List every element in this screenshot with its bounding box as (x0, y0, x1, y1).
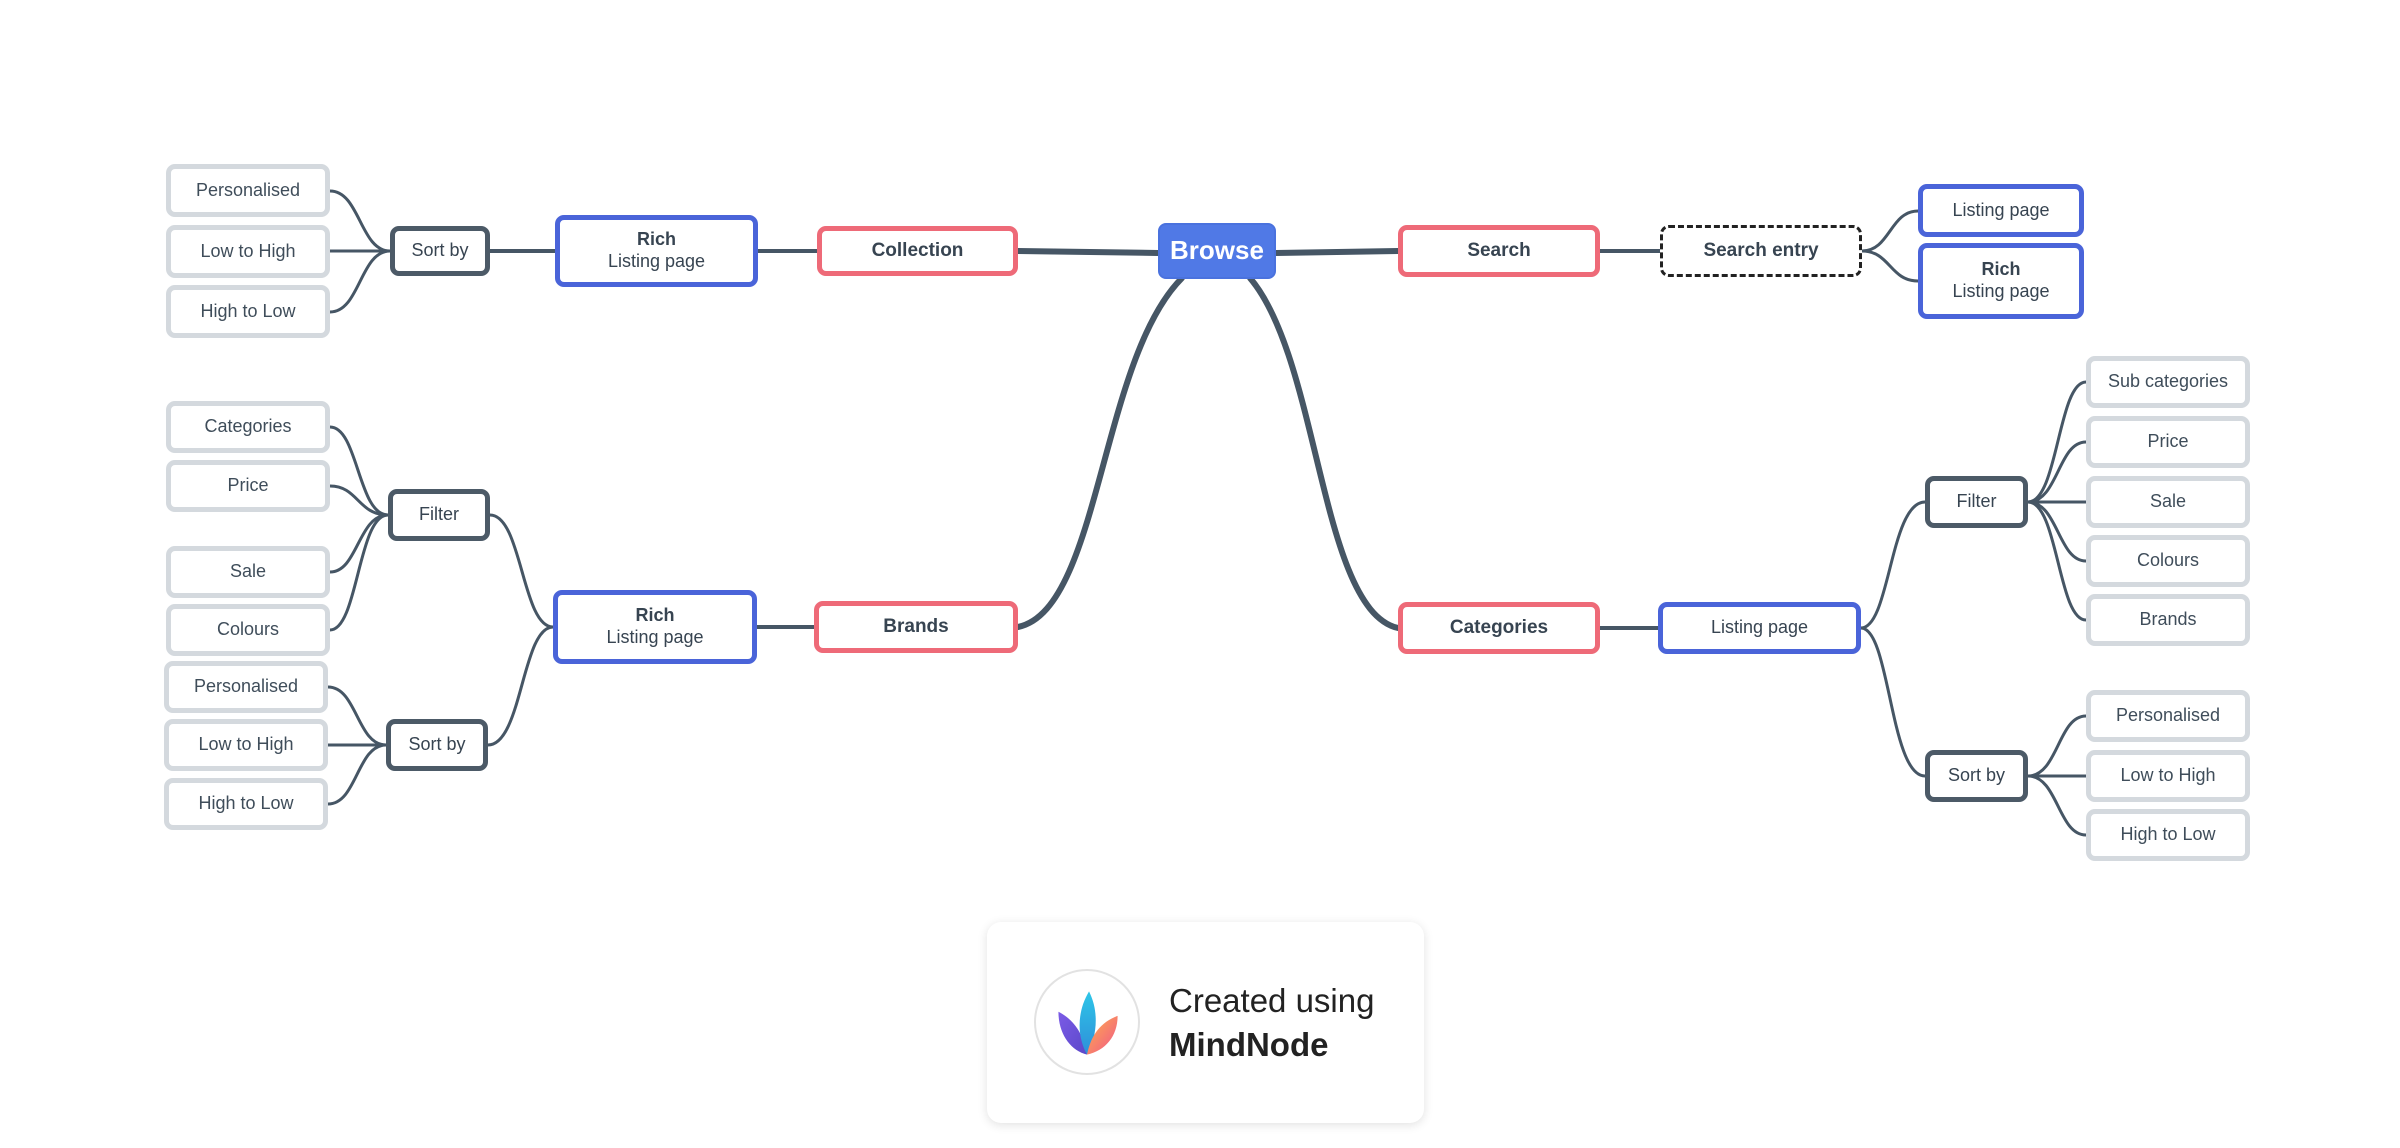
search-label: Search (1467, 239, 1531, 261)
edge-sortby-highlow-2 (326, 743, 388, 806)
brands-filter-colours[interactable]: Colours (166, 604, 330, 656)
edge-browse-categories (1247, 275, 1401, 631)
badge-line-1: Created using (1169, 982, 1375, 1019)
brands-filter-categories[interactable]: Categories (166, 401, 330, 453)
collection-sort-low-to-high[interactable]: Low to High (166, 225, 330, 278)
option-label: Categories (204, 416, 292, 437)
listing-page-label: Listing page (1710, 617, 1809, 638)
collection-label: Collection (871, 239, 964, 261)
categories-filter-brands[interactable]: Brands (2086, 594, 2250, 646)
option-label: Brands (2139, 609, 2197, 630)
brands-node[interactable]: Brands (814, 601, 1018, 653)
sort-by-label: Sort by (411, 240, 469, 261)
categories-filter-sub-categories[interactable]: Sub categories (2086, 356, 2250, 408)
edge-filter-sale (328, 513, 390, 574)
listing-page-label: Listing page (607, 251, 706, 271)
categories-label: Categories (1449, 616, 1549, 638)
option-label: Low to High (200, 240, 296, 261)
search-entry-node[interactable]: Search entry (1660, 225, 1862, 277)
brands-label: Brands (883, 615, 949, 637)
option-label: Price (227, 475, 269, 496)
option-label: Colours (216, 619, 280, 640)
edge-sortby-highlow-3 (2026, 774, 2088, 837)
edge-listing-filter (1859, 500, 1927, 630)
edge-sortby-personalised-2 (326, 685, 388, 747)
filter-label: Filter (1956, 491, 1997, 512)
listing-page-label: Listing page (1952, 281, 2050, 301)
created-with-badge: Created using MindNode (987, 922, 1424, 1123)
option-label: High to Low (2120, 824, 2216, 845)
mindnode-logo-icon (1034, 969, 1140, 1075)
edge-browse-brands (1015, 275, 1185, 630)
option-label: Personalised (195, 179, 301, 200)
search-node[interactable]: Search (1398, 225, 1600, 277)
edge-filter-brands (2026, 500, 2088, 622)
option-label: Sale (229, 561, 267, 582)
categories-sort-high-to-low[interactable]: High to Low (2086, 809, 2250, 861)
brands-sort-low-to-high[interactable]: Low to High (164, 719, 328, 771)
search-entry-label: Search entry (1703, 239, 1819, 261)
listing-page-label: Listing page (606, 627, 704, 647)
edge-rich-filter (488, 513, 555, 629)
collection-sort-high-to-low[interactable]: High to Low (166, 285, 330, 338)
brands-sort-high-to-low[interactable]: High to Low (164, 778, 328, 830)
edge-listing-sortby (1859, 626, 1927, 778)
edge-entry-rich (1860, 249, 1920, 283)
edge-browse-collection (1015, 248, 1161, 256)
brands-rich-listing-node[interactable]: Rich Listing page (553, 590, 757, 664)
categories-sort-by-node[interactable]: Sort by (1925, 750, 2028, 802)
categories-sort-personalised[interactable]: Personalised (2086, 690, 2250, 742)
edge-filter-colours (328, 513, 390, 632)
categories-listing-page-node[interactable]: Listing page (1658, 602, 1861, 654)
edge-filter-price (328, 484, 390, 517)
rich-label: Rich (635, 605, 675, 626)
edge-sortby-highlow (328, 249, 392, 314)
option-label: High to Low (200, 300, 296, 321)
search-rich-listing-node[interactable]: Rich Listing page (1918, 243, 2084, 319)
option-label: Personalised (193, 676, 299, 697)
categories-filter-sale[interactable]: Sale (2086, 476, 2250, 528)
option-label: Low to High (2120, 765, 2216, 786)
option-label: Personalised (2115, 705, 2221, 726)
categories-filter-colours[interactable]: Colours (2086, 535, 2250, 587)
collection-rich-listing-node[interactable]: Rich Listing page (555, 215, 758, 287)
option-label: Sale (2149, 491, 2187, 512)
option-label: Low to High (198, 734, 294, 755)
sort-by-label: Sort by (408, 734, 466, 755)
edge-entry-listing (1860, 209, 1920, 253)
edge-browse-search (1273, 248, 1401, 256)
brands-sort-by-node[interactable]: Sort by (386, 719, 488, 771)
sort-by-label: Sort by (1947, 765, 2006, 786)
option-label: High to Low (198, 793, 294, 814)
collection-sort-personalised[interactable]: Personalised (166, 164, 330, 217)
option-label: Price (2147, 431, 2189, 452)
option-label: Colours (2136, 550, 2200, 571)
edge-sortby-personalised-3 (2026, 714, 2088, 778)
brands-filter-price[interactable]: Price (166, 460, 330, 512)
option-label: Sub categories (2107, 371, 2229, 392)
rich-label: Rich (636, 229, 676, 250)
browse-root-node[interactable]: Browse (1158, 223, 1276, 279)
edge-rich-sortby-2 (486, 625, 555, 747)
collection-node[interactable]: Collection (817, 226, 1018, 276)
collection-sort-by-node[interactable]: Sort by (390, 226, 490, 276)
rich-label: Rich (1981, 259, 2021, 280)
badge-line-2: MindNode (1169, 1026, 1329, 1063)
edge-filter-categories (328, 425, 390, 517)
listing-page-label: Listing page (1952, 199, 2050, 220)
categories-filter-node[interactable]: Filter (1925, 476, 2028, 528)
categories-filter-price[interactable]: Price (2086, 416, 2250, 468)
search-listing-page-node[interactable]: Listing page (1918, 184, 2084, 237)
categories-sort-low-to-high[interactable]: Low to High (2086, 750, 2250, 802)
categories-node[interactable]: Categories (1398, 602, 1600, 654)
edge-filter-price-2 (2026, 440, 2088, 504)
browse-label: Browse (1170, 235, 1264, 266)
brands-sort-personalised[interactable]: Personalised (164, 661, 328, 713)
brands-filter-node[interactable]: Filter (388, 489, 490, 541)
filter-label: Filter (419, 504, 459, 525)
edge-filter-subcategories (2026, 380, 2088, 504)
brands-filter-sale[interactable]: Sale (166, 546, 330, 598)
edge-sortby-personalised (328, 189, 392, 253)
